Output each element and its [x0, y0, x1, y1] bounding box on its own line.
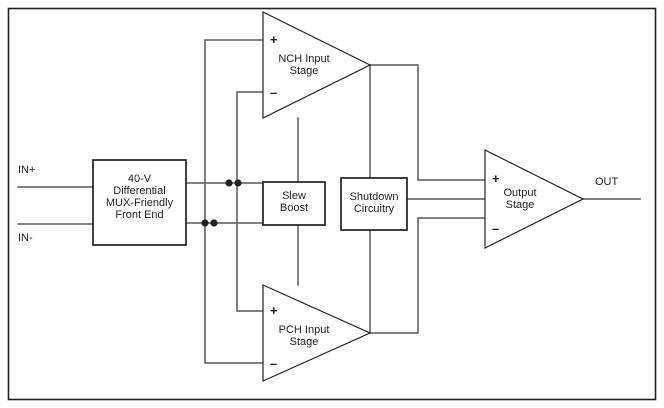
slew-boost-block-outline [262, 181, 326, 226]
junction-dot-bottom-left [201, 219, 209, 227]
output-stage-label: Output Stage [503, 187, 537, 211]
nch-input-stage-outline [262, 11, 372, 119]
wire-node-b-to-pch-plus [236, 182, 264, 312]
pch-input-stage-label: PCH Input Stage [278, 324, 330, 348]
label-out: OUT [595, 176, 619, 188]
front-end-block-label: 40-V Differential MUX-Friendly Front End [105, 173, 174, 221]
wire-pch-out-to-output-minus [369, 217, 486, 334]
nch-plus-sign: + [270, 32, 278, 47]
shutdown-block-outline [340, 177, 408, 231]
wire-node-b-to-nch-minus [236, 91, 264, 184]
wire-node-a-to-pch-minus [204, 222, 264, 364]
pch-input-stage-outline [262, 284, 372, 382]
figure-border [7, 7, 657, 401]
shutdown-block-label: Shutdown Circuitry [349, 191, 399, 215]
output-stage-outline [484, 149, 585, 249]
pch-plus-sign: + [270, 303, 278, 318]
label-in-minus: IN- [18, 232, 33, 244]
wire-node-a-to-nch-plus [204, 39, 264, 224]
junction-dot-bottom-right [210, 219, 218, 227]
junction-dot-top-right [234, 179, 242, 187]
nch-minus-sign: – [270, 85, 278, 100]
wire-nch-out-to-output-plus [369, 64, 486, 181]
junction-dots [201, 179, 242, 227]
front-end-block-outline [92, 159, 187, 246]
output-plus-sign: + [492, 171, 500, 186]
slew-boost-block-label: Slew Boost [279, 190, 309, 214]
output-minus-sign: – [492, 221, 500, 236]
label-in-plus: IN+ [18, 164, 36, 176]
nch-input-stage-label: NCH Input Stage [278, 53, 330, 77]
junction-dot-top-left [225, 179, 233, 187]
pch-minus-sign: – [270, 356, 278, 371]
